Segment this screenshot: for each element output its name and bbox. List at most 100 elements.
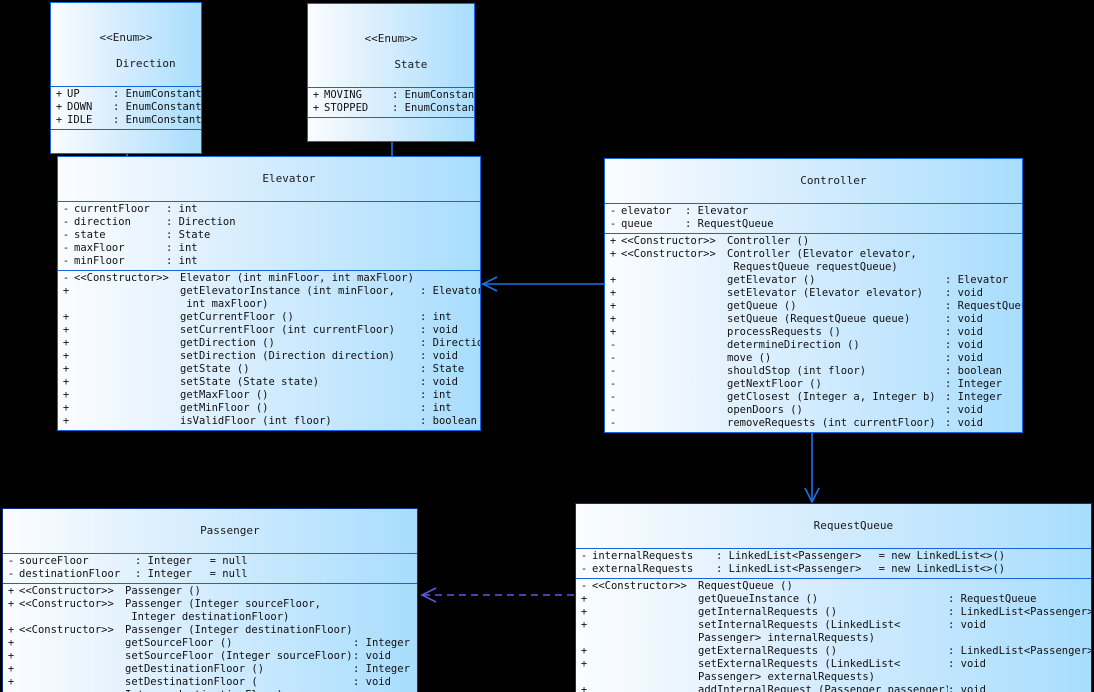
operation-return-type: : void [353,676,391,688]
operation-signature: getElevator () [727,274,816,286]
visibility: - [609,378,617,390]
operation-stereotype [592,619,698,632]
attribute-row: + MOVING: EnumConstant [308,89,474,102]
operation-return-type: : void [945,287,983,299]
class-box-direction[interactable]: <<Enum>> Direction + UP: EnumConstant + … [50,2,202,154]
class-box-controller[interactable]: Controller - elevator: Elevator - queue:… [604,158,1023,433]
operation-signature: setDestinationFloor ( [125,676,258,688]
operation-signature: Integer destinationFloor) [125,611,290,623]
operation-signature: move () [727,352,772,364]
visibility: + [609,235,617,247]
operation-row: +processRequests (): void [605,326,1022,339]
attribute-row: - state: State [58,229,480,242]
operation-signature: setElevator (Elevator elevator) [727,287,923,299]
attributes-compartment-direction: + UP: EnumConstant + DOWN: EnumConstant … [51,87,201,130]
operation-signature: int maxFloor) [180,298,269,310]
visibility [576,632,592,645]
operation-stereotype [19,663,125,676]
operation-row: +addInternalRequest (Passenger passenger… [576,684,1091,692]
operation-row: +getInternalRequests (): LinkedList<Pass… [576,606,1091,619]
operation-signature: determineDirection () [727,339,860,351]
operation-signature: Controller () [727,235,810,247]
operation-return-type: : void [420,324,458,336]
attr-name: IDLE: EnumConstant [67,114,201,126]
visibility: - [609,417,617,429]
operation-signature: getSourceFloor () [125,637,233,649]
operation-stereotype [74,311,180,324]
visibility: - [62,229,70,241]
operation-row: +<<Constructor>>Passenger (Integer sourc… [3,598,417,611]
class-title-requestqueue: RequestQueue [576,504,1091,549]
operations-compartment-passenger: +<<Constructor>>Passenger ()+<<Construct… [3,584,417,692]
operation-row: +getElevator (): Elevator [605,274,1022,287]
operation-stereotype [74,298,180,311]
operation-row: +setExternalRequests (LinkedList<: void [576,658,1091,671]
attr-name: maxFloor: int [74,242,198,254]
operation-row: -<<Constructor>>Elevator (int minFloor, … [58,272,480,285]
class-name-label: Elevator [262,172,316,185]
operation-signature: getMinFloor () [180,402,269,414]
attr-name: elevator: Elevator [621,205,749,217]
operation-row: +getCurrentFloor (): int [58,311,480,324]
operation-row: -openDoors (): void [605,404,1022,417]
class-box-passenger[interactable]: Passenger - sourceFloor: Integer= null -… [2,508,418,692]
operation-row: +<<Constructor>>Controller (Elevator ele… [605,248,1022,261]
operation-stereotype [621,352,727,365]
visibility: - [62,242,70,254]
operation-stereotype: <<Constructor>> [621,248,716,260]
visibility: + [609,313,617,325]
attributes-compartment-controller: - elevator: Elevator - queue: RequestQue… [605,204,1022,234]
operation-stereotype: <<Constructor>> [19,598,114,610]
operation-stereotype [621,365,727,378]
class-box-state[interactable]: <<Enum>> State + MOVING: EnumConstant + … [307,3,475,142]
operation-signature: getQueueInstance () [698,593,819,605]
attr-name: DOWN: EnumConstant [67,101,201,113]
operations-compartment-requestqueue: -<<Constructor>>RequestQueue ()+getQueue… [576,579,1091,692]
operation-stereotype [74,389,180,402]
operation-signature: Passenger (Integer sourceFloor, [125,598,321,610]
operation-stereotype [621,417,727,430]
class-box-requestqueue[interactable]: RequestQueue - internalRequests: LinkedL… [575,503,1092,692]
operation-row: +setCurrentFloor (int currentFloor): voi… [58,324,480,337]
operation-signature: Passenger> externalRequests) [698,671,876,683]
operation-row: +setQueue (RequestQueue queue): void [605,313,1022,326]
operation-row: -getNextFloor (): Integer [605,378,1022,391]
operation-stereotype [621,274,727,287]
attr-name: direction: Direction [74,216,236,228]
operation-stereotype [621,391,727,404]
visibility: - [609,205,617,217]
visibility: - [580,580,588,592]
operation-row: +<<Constructor>>Passenger (Integer desti… [3,624,417,637]
operation-row: Integer destinationFloor) [3,611,417,624]
class-title-controller: Controller [605,159,1022,204]
operation-row: +getQueue (): RequestQueue [605,300,1022,313]
attr-name: queue: RequestQueue [621,218,774,230]
visibility: - [609,339,617,351]
operation-return-type: : void [948,658,986,670]
operation-signature: getNextFloor () [727,378,822,390]
attributes-compartment-state: + MOVING: EnumConstant + STOPPED: EnumCo… [308,88,474,118]
stereotype-label: <<Enum>> [99,31,153,44]
operation-return-type: : void [420,350,458,362]
operation-stereotype [74,324,180,337]
attr-name: sourceFloor: Integer= null [19,555,248,567]
operation-signature: getQueue () [727,300,797,312]
operation-signature: Passenger () [125,585,201,597]
operation-row: -getClosest (Integer a, Integer b): Inte… [605,391,1022,404]
operation-signature: shouldStop (int floor) [727,365,867,377]
class-name-label: Controller [800,174,867,187]
operation-signature: Elevator (int minFloor, int maxFloor) [180,272,414,284]
operation-signature: setInternalRequests (LinkedList< [698,619,901,631]
class-box-elevator[interactable]: Elevator - currentFloor: int - direction… [57,156,481,431]
visibility [58,298,74,311]
operation-row: +getElevatorInstance (int minFloor,: Ele… [58,285,480,298]
attribute-row: - direction: Direction [58,216,480,229]
operation-stereotype [19,676,125,689]
operation-signature: RequestQueue () [698,580,793,592]
operation-row: +getDirection (): Direction [58,337,480,350]
operation-signature: getMaxFloor () [180,389,269,401]
operation-return-type: : RequestQueue [948,593,1037,605]
operation-stereotype [74,363,180,376]
visibility: - [609,352,617,364]
attr-name: MOVING: EnumConstant [324,89,474,101]
